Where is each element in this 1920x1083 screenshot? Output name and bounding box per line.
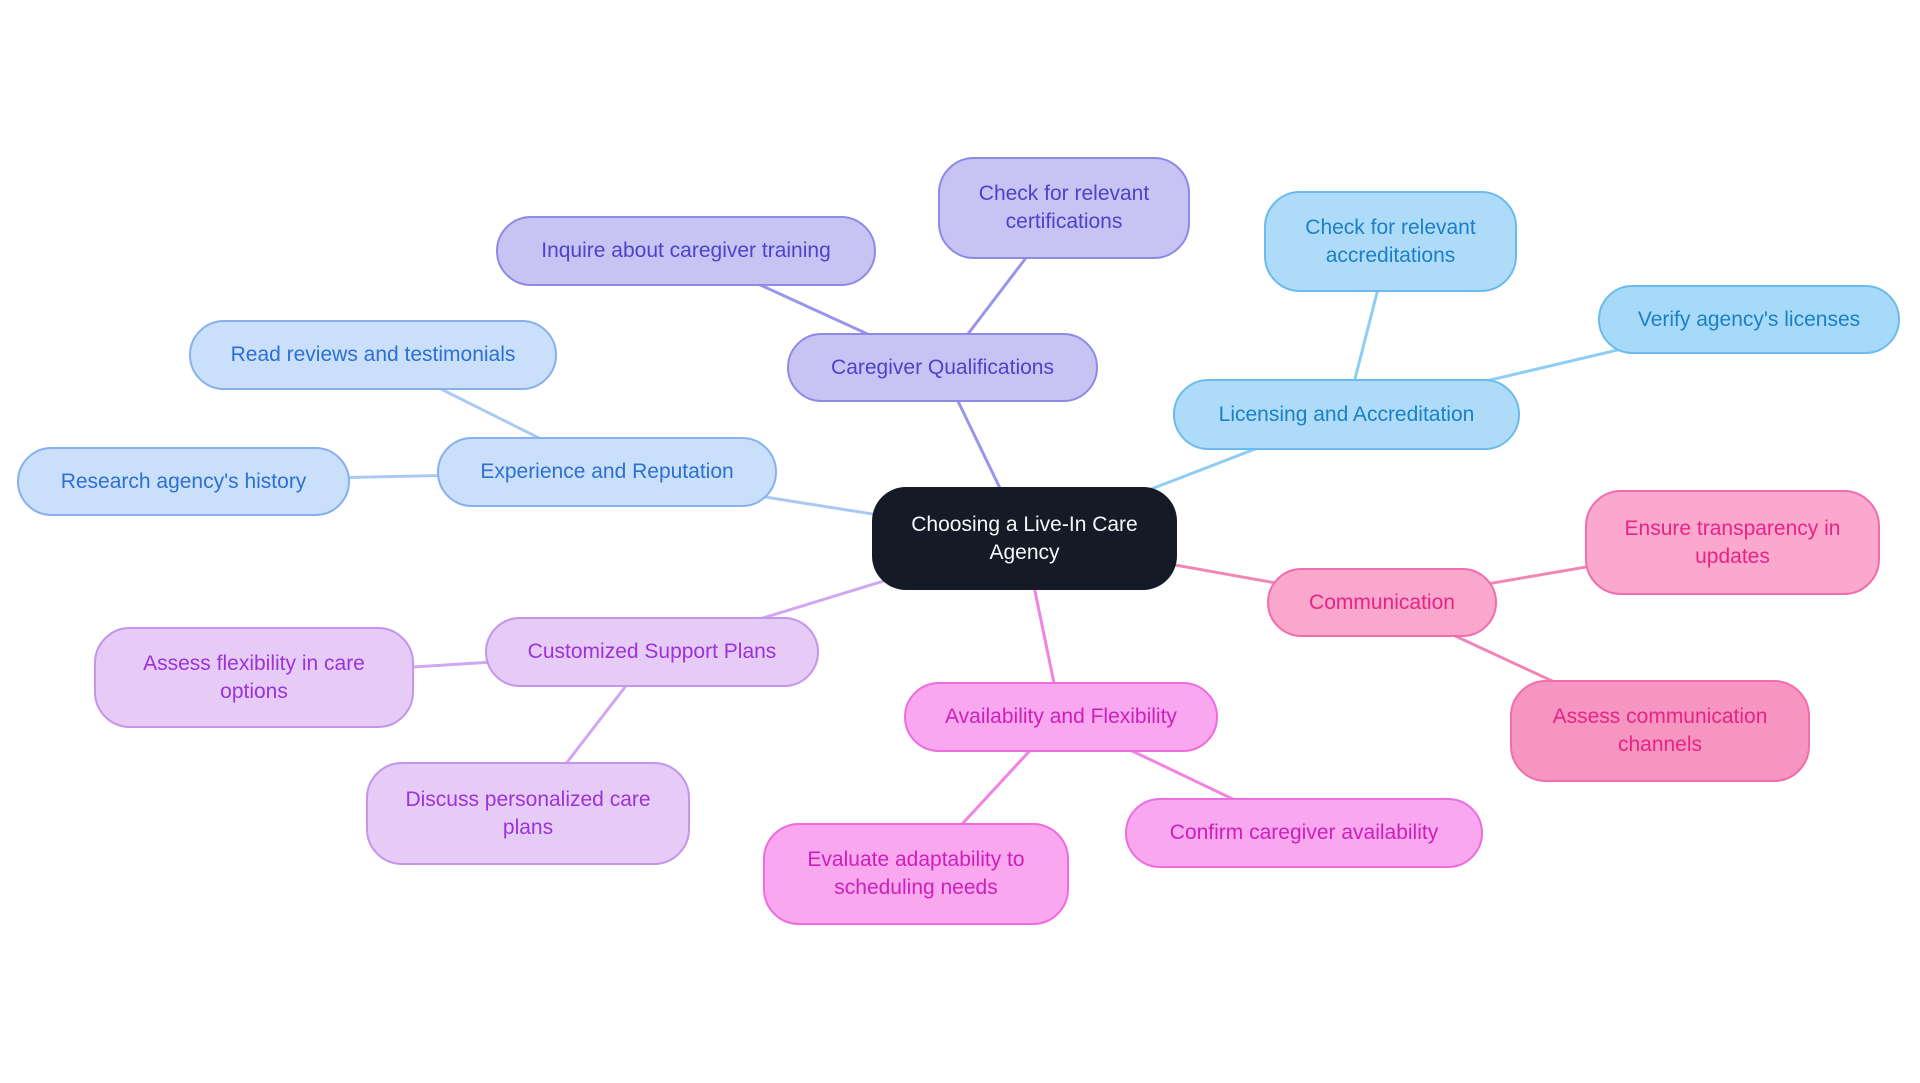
node-label: Read reviews and testimonials (230, 343, 516, 367)
node-customized-support-plans[interactable]: Customized Support Plans (485, 617, 819, 687)
node-label: Inquire about caregiver training (541, 239, 831, 263)
node-label: Caregiver Qualifications (831, 355, 1054, 379)
node-inquire-caregiver-training[interactable]: Inquire about caregiver training (496, 216, 876, 286)
node-label: Confirm caregiver availability (1169, 821, 1439, 845)
node-label: Check for relevant accreditations (1305, 215, 1476, 267)
node-ensure-transparency-updates[interactable]: Ensure transparency in updates (1585, 490, 1880, 595)
node-communication[interactable]: Communication (1267, 568, 1497, 637)
node-label: Ensure transparency in updates (1624, 516, 1841, 568)
node-assess-flexibility-care-options[interactable]: Assess flexibility in care options (94, 627, 414, 728)
node-label: Experience and Reputation (480, 460, 734, 484)
node-research-agency-history[interactable]: Research agency's history (17, 447, 350, 516)
node-experience-reputation[interactable]: Experience and Reputation (437, 437, 777, 507)
node-licensing-accreditation[interactable]: Licensing and Accreditation (1173, 379, 1520, 450)
node-label: Research agency's history (60, 469, 307, 493)
node-label: Evaluate adaptability to scheduling need… (807, 848, 1025, 899)
node-verify-agency-licenses[interactable]: Verify agency's licenses (1598, 285, 1900, 354)
node-label: Customized Support Plans (527, 640, 777, 664)
node-label: Licensing and Accreditation (1218, 402, 1475, 426)
node-caregiver-qualifications[interactable]: Caregiver Qualifications (787, 333, 1098, 402)
node-label: Assess communication channels (1552, 705, 1768, 756)
node-check-relevant-certifications[interactable]: Check for relevant certifications (938, 157, 1190, 259)
node-label: Assess flexibility in care options (143, 651, 365, 703)
node-check-relevant-accreditations[interactable]: Check for relevant accreditations (1264, 191, 1517, 292)
node-label: Availability and Flexibility (945, 705, 1177, 729)
node-label: Verify agency's licenses (1637, 307, 1861, 331)
node-label: Communication (1309, 590, 1455, 614)
node-read-reviews-testimonials[interactable]: Read reviews and testimonials (189, 320, 557, 390)
node-label: Check for relevant certifications (978, 182, 1150, 233)
node-assess-communication-channels[interactable]: Assess communication channels (1510, 680, 1810, 782)
node-discuss-personalized-care-plans[interactable]: Discuss personalized care plans (366, 762, 690, 865)
node-central-choosing-agency[interactable]: Choosing a Live-In Care Agency (872, 487, 1177, 590)
node-evaluate-adaptability-scheduling[interactable]: Evaluate adaptability to scheduling need… (763, 823, 1069, 925)
node-availability-flexibility[interactable]: Availability and Flexibility (904, 682, 1218, 752)
central-node-label: Choosing a Live-In Care Agency (911, 512, 1138, 564)
node-label: Discuss personalized care plans (405, 787, 651, 839)
node-confirm-caregiver-availability[interactable]: Confirm caregiver availability (1125, 798, 1483, 868)
